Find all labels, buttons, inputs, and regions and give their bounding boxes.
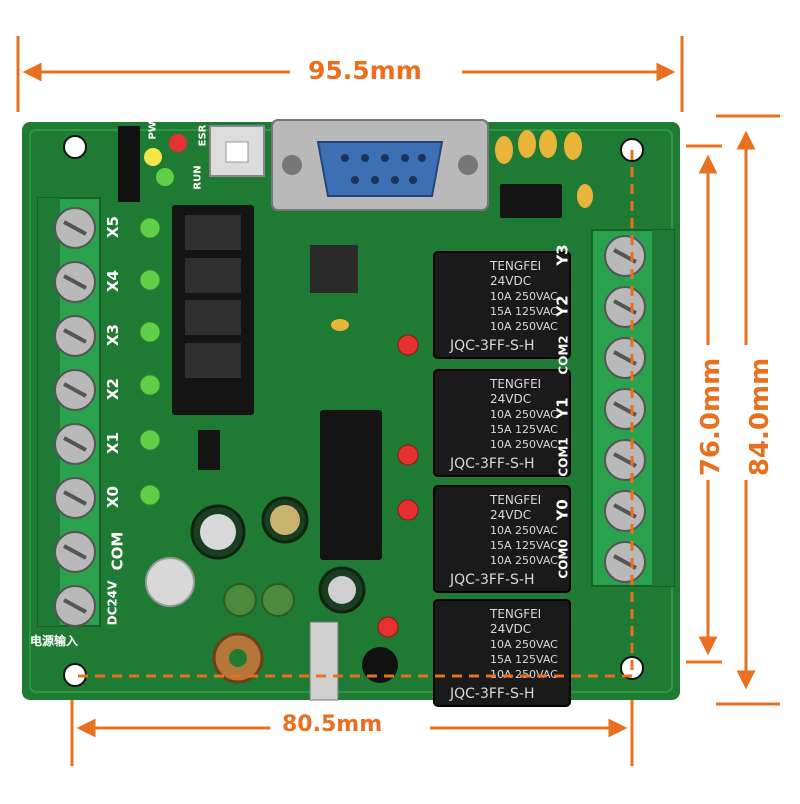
relay-text: 10A 250VAC bbox=[490, 554, 558, 567]
left-terminal-block bbox=[37, 197, 101, 627]
right-terminal-label: COM2 bbox=[556, 335, 571, 375]
relay-text: 15A 125VAC bbox=[490, 423, 558, 436]
right-terminal-label: Y1 bbox=[553, 397, 572, 419]
hole-guides bbox=[78, 150, 634, 678]
relay-leds bbox=[377, 334, 419, 638]
left-terminal-label: X2 bbox=[104, 377, 123, 401]
relay-text: TENGFEI bbox=[489, 259, 541, 273]
right-terminal-label: COM1 bbox=[556, 437, 571, 477]
hole-spacing-label: 80.5mm bbox=[276, 712, 389, 737]
run-label: RUN bbox=[192, 165, 204, 190]
relay-text: JQC-3FF-S-H bbox=[449, 572, 535, 588]
varistors bbox=[223, 583, 295, 617]
relay-text: 15A 125VAC bbox=[490, 539, 558, 552]
relay-text: 15A 125VAC bbox=[490, 653, 558, 666]
relay-text: JQC-3FF-S-H bbox=[449, 338, 535, 354]
input-leds bbox=[139, 217, 161, 506]
relay-text: 24VDC bbox=[490, 622, 531, 636]
yellow-capacitors bbox=[331, 130, 593, 331]
relay-text: TENGFEI bbox=[489, 377, 541, 391]
left-terminal-label: X1 bbox=[104, 431, 123, 455]
relay-text: 24VDC bbox=[490, 392, 531, 406]
pin-header bbox=[118, 126, 140, 202]
relay-text: TENGFEI bbox=[489, 607, 541, 621]
regulator bbox=[309, 621, 339, 701]
right-terminal-label: Y0 bbox=[553, 499, 572, 521]
right-terminal-label: Y3 bbox=[553, 244, 572, 266]
relay-text: 10A 250VAC bbox=[490, 638, 558, 651]
left-terminal-label: DC24V bbox=[105, 580, 120, 626]
status-leds bbox=[144, 134, 187, 186]
esr-label: ESR bbox=[197, 124, 209, 147]
vertical-hole-spacing-label: 76.0mm bbox=[696, 357, 726, 477]
toroid-inductor bbox=[212, 632, 264, 684]
pwr-label: PWR bbox=[147, 113, 159, 140]
width-dimension-label: 95.5mm bbox=[300, 56, 430, 85]
power-input-label: 电源输入 bbox=[30, 634, 79, 648]
relay-text: 10A 250VAC bbox=[490, 290, 558, 303]
left-terminal-label: X4 bbox=[104, 269, 123, 293]
left-terminal-label: X3 bbox=[104, 323, 123, 347]
relay-text: JQC-3FF-S-H bbox=[449, 686, 535, 702]
relay-text: TENGFEI bbox=[489, 493, 541, 507]
left-terminal-label: X0 bbox=[104, 485, 123, 509]
db9-connector bbox=[271, 119, 489, 211]
left-terminal-label: COM bbox=[108, 531, 127, 571]
right-terminal-label: COM0 bbox=[556, 539, 571, 579]
relay-text: 10A 250VAC bbox=[490, 438, 558, 451]
dimension-lines bbox=[16, 36, 780, 766]
height-dimension-label: 84.0mm bbox=[745, 357, 775, 477]
relay-text: 15A 125VAC bbox=[490, 305, 558, 318]
left-terminal-label: X5 bbox=[104, 215, 123, 239]
right-terminal-label: Y2 bbox=[553, 295, 572, 317]
capacitors bbox=[145, 496, 398, 683]
relay-text: 24VDC bbox=[490, 508, 531, 522]
relay-text: JQC-3FF-S-H bbox=[449, 456, 535, 472]
relay-text: 10A 250VAC bbox=[490, 320, 558, 333]
relay-text: 10A 250VAC bbox=[490, 524, 558, 537]
relay-text: 10A 250VAC bbox=[490, 408, 558, 421]
relay-text: 24VDC bbox=[490, 274, 531, 288]
